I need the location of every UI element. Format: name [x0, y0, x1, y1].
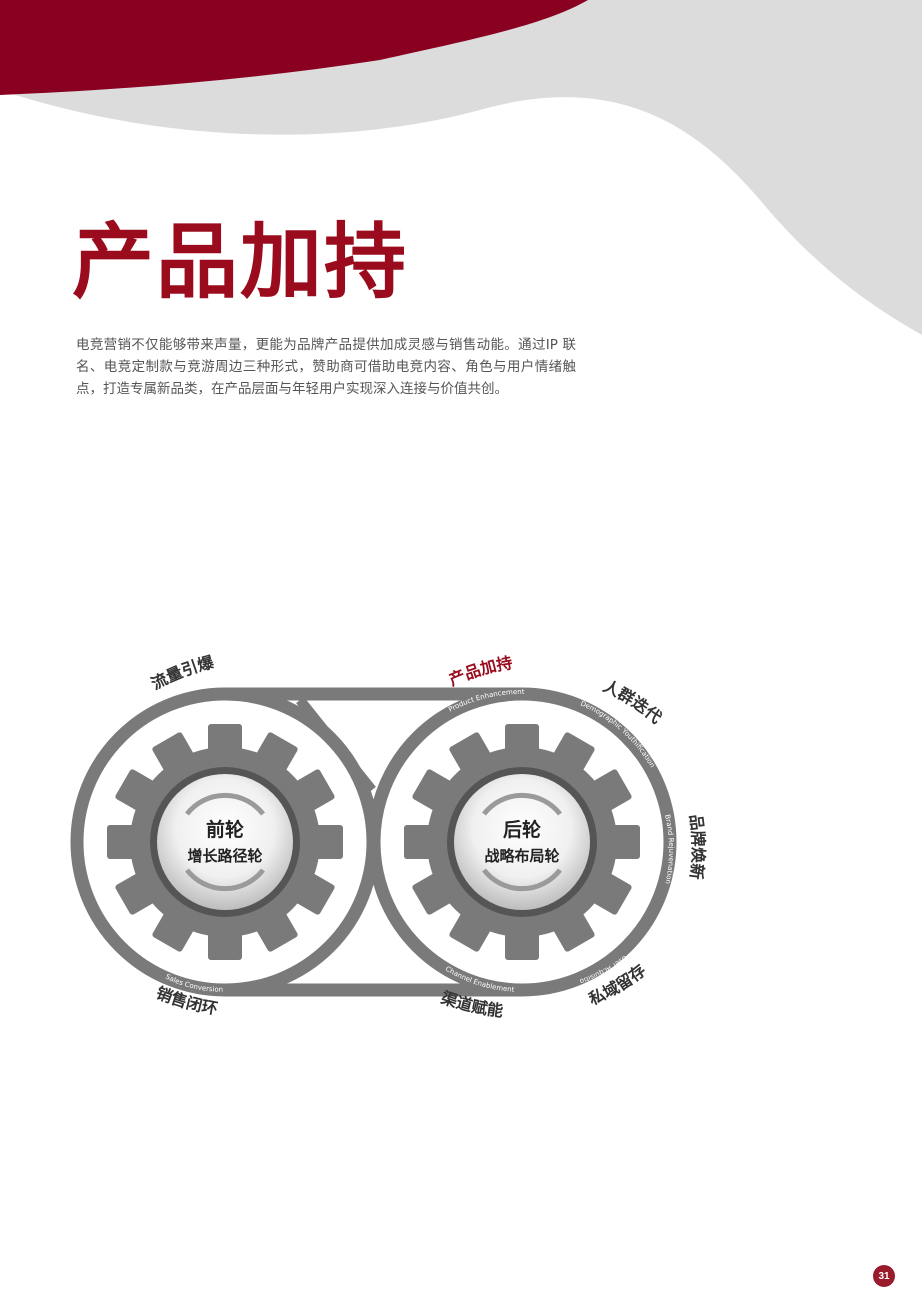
rear-wheel-title: 后轮 [503, 818, 541, 841]
rear-wheel-subtitle: 战略布局轮 [484, 847, 559, 865]
rear-gear [404, 724, 640, 960]
front-wheel-title: 前轮 [206, 818, 244, 841]
header-wave-decoration [0, 0, 922, 335]
label-product-cn: 产品加持 [446, 653, 514, 690]
intro-paragraph: 电竞营销不仅能够带来声量，更能为品牌产品提供加成灵感与销售动能。通过IP 联名、… [76, 337, 576, 397]
red-wave-shape [0, 0, 588, 95]
belt-track [70, 687, 677, 997]
front-wheel-subtitle: 增长路径轮 [187, 847, 262, 865]
page-title: 产品加持 [72, 215, 409, 310]
rear-hub-arc-top [482, 792, 562, 816]
page-number-badge: 31 [873, 1265, 895, 1287]
rear-hub-arc-bottom [482, 868, 562, 892]
front-gear [107, 724, 343, 960]
belt-cross [296, 696, 376, 794]
front-hub-arc-bottom [185, 868, 265, 892]
front-hub-arc-top [185, 792, 265, 816]
label-brand-cn: 品牌焕新 [686, 813, 708, 880]
gray-wave-shape [0, 0, 922, 335]
